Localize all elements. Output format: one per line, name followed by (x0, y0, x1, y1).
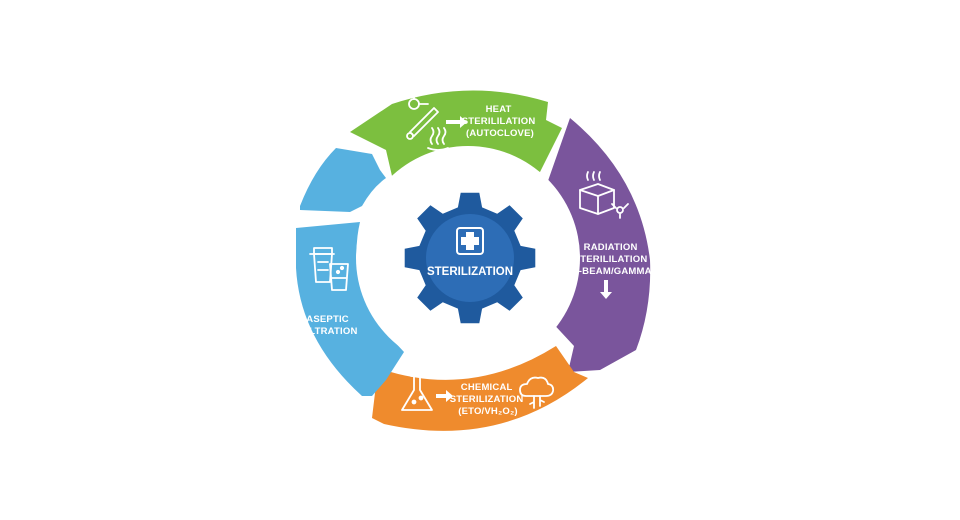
aseptic-group: ASEPTIC FILTRATION (300, 247, 357, 337)
heat-label-line-1: HEAT (486, 104, 512, 115)
heat-label: HEAT STERILILATION (AUTOCLOVE) (462, 104, 539, 139)
segment-aseptic-lower (296, 222, 404, 396)
medical-cross-icon (456, 227, 484, 255)
package-box-icon (579, 183, 615, 215)
chemical-label-line-2: STERILIZATION (450, 394, 524, 405)
radiation-label-line-3: (E-BEAM/GAMMA) (569, 266, 655, 277)
segment-aseptic (300, 148, 386, 212)
radiation-label-line-1: RADIATION (584, 242, 638, 253)
chemical-label: CHEMICAL STERILIZATION (ETO/VH₂O₂) (450, 382, 527, 417)
heat-label-line-2: STERILILATION (462, 116, 536, 127)
radiation-label: RADIATION STERILILATION (E-BEAM/GAMMA) (569, 242, 655, 277)
cloud-vapor-icon (519, 376, 555, 409)
radiation-group: RADIATION STERILILATION (E-BEAM/GAMMA) (569, 171, 655, 299)
beaker-icon (329, 263, 349, 291)
radiation-symbol-icon (611, 203, 629, 219)
heat-label-line-3: (AUTOCLOVE) (466, 128, 534, 139)
center-gear: STERILIZATION (404, 192, 536, 324)
gear-core (426, 214, 514, 302)
steam-icon (427, 127, 449, 151)
arrow-right-icon (436, 390, 453, 402)
thermometer-icon (406, 91, 439, 140)
center-label: STERILIZATION (427, 266, 513, 278)
heat-group: HEAT STERILILATION (AUTOCLOVE) (406, 91, 539, 151)
arrow-right-icon (446, 116, 467, 128)
radiation-label-line-2: STERILILATION (574, 254, 648, 265)
chemical-label-line-3: (ETO/VH₂O₂) (458, 406, 518, 417)
aseptic-label: ASEPTIC FILTRATION (300, 314, 357, 337)
arrow-down-icon (600, 280, 612, 299)
segment-radiation (542, 118, 651, 372)
flask-icon (401, 375, 433, 411)
chemical-group: CHEMICAL STERILIZATION (ETO/VH₂O₂) (401, 375, 555, 417)
chemical-label-line-1: CHEMICAL (461, 382, 513, 393)
heat-waves-icon (586, 171, 601, 181)
aseptic-label-line-2: FILTRATION (300, 326, 357, 337)
aseptic-label-line-1: ASEPTIC (306, 314, 349, 325)
